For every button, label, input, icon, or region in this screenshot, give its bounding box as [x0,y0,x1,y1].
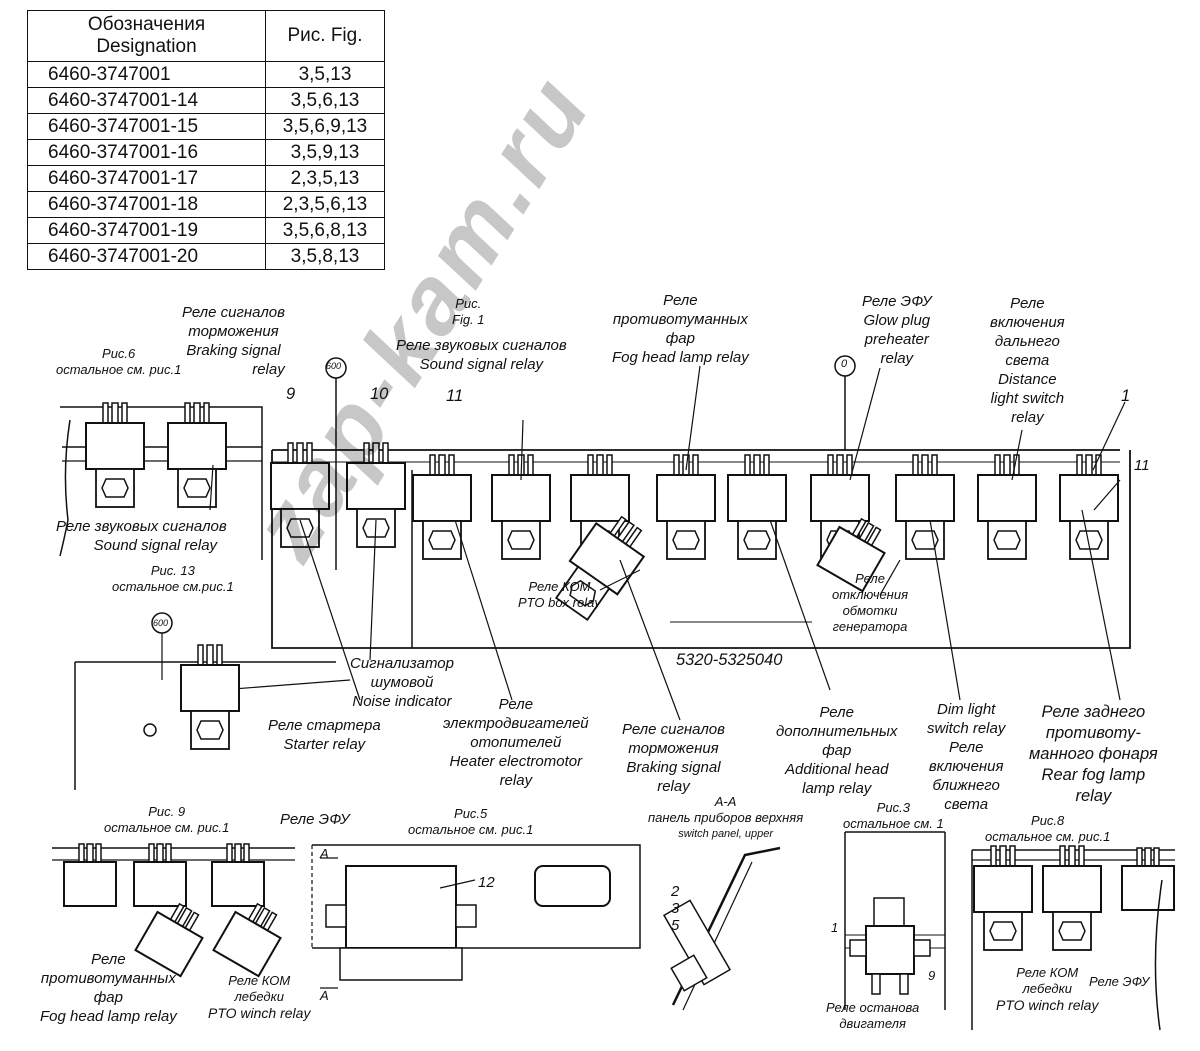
section-mark-a-top: А [320,846,329,861]
cell-figs: 3,5,13 [264,61,386,88]
fig8-efu-relay-label: Реле ЭФУ [1089,974,1150,989]
position-1: 1 [1121,387,1131,405]
aa-position-3: 3 [671,900,680,917]
fig3-position-9: 9 [928,968,936,983]
cell-designation: 6460-3747001-20 [27,243,266,270]
fig9-inset [52,843,295,978]
cell-designation: 6460-3747001-15 [27,113,266,140]
position-11: 11 [446,387,464,405]
marker-600-top: 600 [326,361,342,371]
fig5-inset [311,844,641,989]
cell-figs: 3,5,9,13 [264,139,386,166]
section-aa [662,846,781,1011]
position-12: 12 [478,874,495,891]
aa-position-5: 5 [671,917,680,934]
cell-designation: 6460-3747001-19 [27,217,266,244]
fig1-caption: Рис.Fig. 1 [452,296,485,327]
fig13-inset [74,612,336,790]
cell-designation: 6460-3747001 [27,61,266,88]
section-mark-a-bottom: А [320,988,329,1003]
cell-figs: 2,3,5,13 [264,165,386,192]
panel-part-number: 5320-5325040 [676,651,783,669]
fig8-inset [971,845,1175,1031]
main-relay-panel [209,355,1131,721]
efu-relay-mid-label: Реле ЭФУ [280,811,350,828]
cell-figs: 3,5,6,8,13 [264,217,386,244]
fig3-inset [844,831,946,1010]
cell-figs: 3,5,6,9,13 [264,113,386,140]
position-10: 10 [370,385,389,403]
fig6-inset [59,402,263,560]
cell-designation: 6460-3747001-17 [27,165,266,192]
aa-position-2: 2 [671,883,680,900]
cell-figs: 3,5,8,13 [264,243,386,270]
marker-0: 0 [841,358,848,370]
marker-600-fig13: 600 [153,618,169,628]
cell-figs: 2,3,5,6,13 [264,191,386,218]
fig3-position-1: 1 [831,920,839,935]
position-9: 9 [286,385,296,403]
position-11-right: 11 [1134,457,1150,474]
header-figure: Рис. Fig. [264,10,386,62]
